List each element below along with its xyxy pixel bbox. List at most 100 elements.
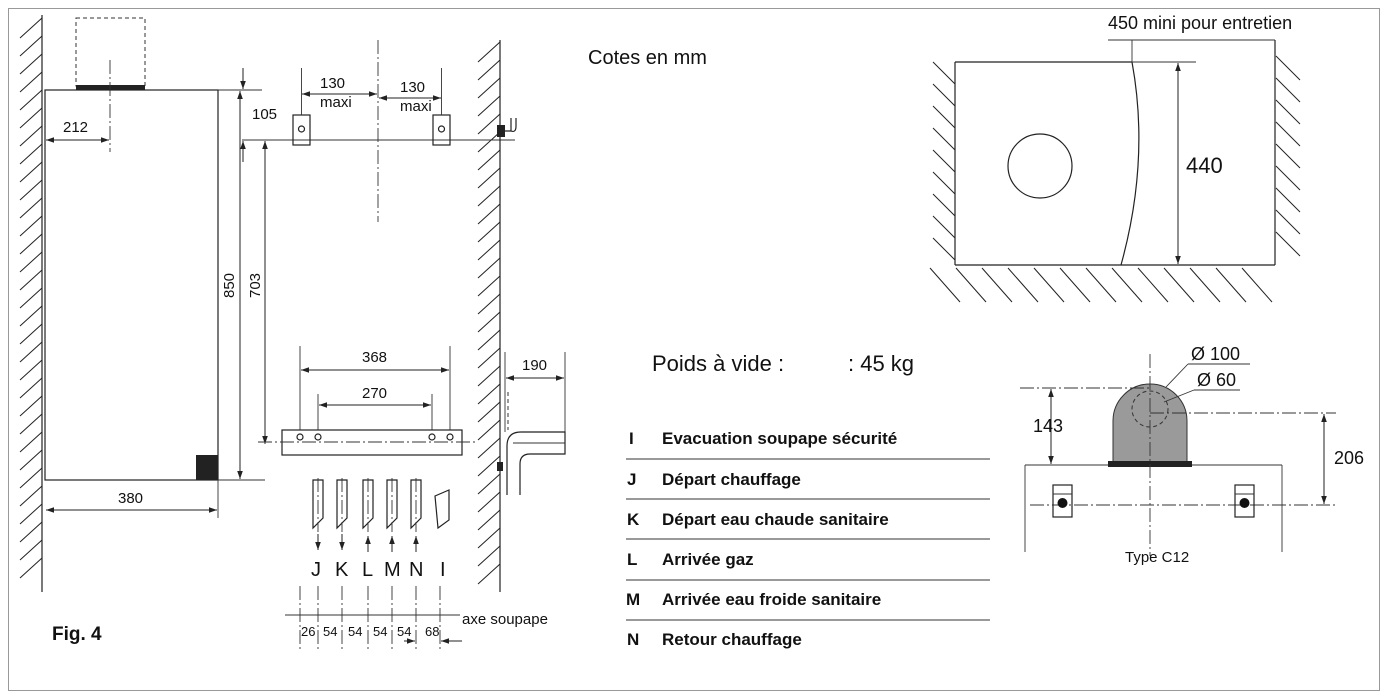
wall-hatch-line: [477, 545, 501, 567]
wall-hatch-line: [19, 287, 43, 309]
wall-hatching: [19, 17, 1301, 585]
legend-text: Arrivée eau froide sanitaire: [662, 590, 881, 609]
wall-hatch-line: [477, 293, 501, 315]
boiler-curved-front: [1120, 61, 1140, 266]
left-bracket-hole: [1057, 498, 1068, 508]
legend-row: L Arrivée gaz: [627, 550, 754, 569]
connector-spacing: 26 54 54 54 54 68 axe soupape: [285, 586, 548, 652]
legend-text: Départ eau chaude sanitaire: [662, 510, 889, 529]
connector-body: [434, 489, 450, 530]
dim-130-left-suffix: maxi: [320, 94, 352, 111]
wall-hatch-line: [477, 131, 501, 153]
wall-hatch-line: [477, 527, 501, 549]
wall-hatch-line: [477, 419, 501, 441]
service-clearance-label: 450 mini pour entretien: [1108, 13, 1292, 33]
wall-hatch-line: [932, 215, 956, 239]
legend-letter: I: [629, 429, 634, 448]
wall-hatch-line: [477, 59, 501, 81]
wall-hatch-line: [477, 401, 501, 423]
wall-hatch-line: [1033, 267, 1065, 303]
wall-hatch-line: [477, 167, 501, 189]
connector-body: [336, 479, 348, 530]
legend-letter: L: [627, 550, 637, 569]
wall-hatch-line: [929, 267, 961, 303]
outer-diameter-label: Ø 100: [1191, 344, 1240, 364]
wall-hatch-line: [477, 365, 501, 387]
wall-hatch-line: [1163, 267, 1195, 303]
wall-hatch-line: [932, 171, 956, 195]
wall-hatch-line: [477, 95, 501, 117]
wall-hatch-line: [19, 449, 43, 471]
wall-hatch-line: [1275, 231, 1301, 257]
wall-hatch-line: [477, 275, 501, 297]
wall-hatch-line: [19, 215, 43, 237]
wall-hatch-line: [477, 383, 501, 405]
right-bracket-hole: [437, 125, 446, 133]
connector-m: M: [384, 478, 401, 581]
connection-legend: I Evacuation soupape sécurité J Départ c…: [626, 429, 990, 649]
side-view-pipe: 190: [497, 352, 566, 495]
outer-diameter-leader: [1165, 363, 1189, 388]
spacing-label: 54: [373, 624, 387, 639]
wall-hatch-line: [19, 89, 43, 111]
inner-diameter-label: Ø 60: [1197, 370, 1236, 390]
plate-hole: [296, 433, 304, 441]
wall-hatch-line: [932, 83, 956, 107]
connector-k: K: [335, 478, 349, 581]
dim-440-label: 440: [1186, 153, 1223, 178]
wall-hatch-line: [932, 127, 956, 151]
spacing-label: 54: [397, 624, 411, 639]
wall-hatch-line: [932, 105, 956, 129]
pipe-connectors: J K L M N I: [311, 478, 450, 581]
dim-105-label: 105: [252, 106, 277, 123]
legend-letter: K: [627, 510, 640, 529]
top-view: 440 450 mini pour entretien: [954, 13, 1292, 266]
plate-hole: [428, 433, 436, 441]
connector-letter: J: [311, 559, 321, 581]
wall-hatch-line: [19, 161, 43, 183]
wall-hatch-line: [1275, 55, 1301, 81]
plate-outline: [281, 429, 463, 456]
wall-hatch-line: [1275, 187, 1301, 213]
wall-hatch-line: [477, 239, 501, 261]
connector-i: I: [434, 489, 450, 581]
wall-hatch-line: [955, 267, 987, 303]
flue-outline-dashed: [75, 17, 146, 87]
wall-hatch-line: [1275, 209, 1301, 235]
legend-text: Arrivée gaz: [662, 550, 754, 569]
figure-frame: [8, 8, 1380, 691]
wall-hatch-line: [19, 413, 43, 435]
wall-hatch-line: [477, 185, 501, 207]
wall-hatch-line: [19, 251, 43, 273]
dim-380-label: 380: [118, 490, 143, 507]
wall-hatch-line: [477, 257, 501, 279]
connector-l: L: [362, 478, 374, 581]
dim-130-left-label: 130: [320, 75, 345, 92]
wall-hatch-line: [477, 41, 501, 63]
dim-270-label: 270: [362, 385, 387, 402]
right-bracket-hole: [1239, 498, 1250, 508]
wall-hatch-line: [477, 221, 501, 243]
front-view: 212 380 850 703 105: [41, 15, 515, 592]
weight-label: Poids à vide :: [652, 351, 784, 376]
wall-hatch-line: [477, 203, 501, 225]
wall-hatch-line: [19, 485, 43, 507]
wall-hatch-line: [1137, 267, 1169, 303]
wall-hatch-line: [19, 179, 43, 201]
spacing-label: 26: [301, 624, 315, 639]
weight-value: : 45 kg: [848, 351, 914, 376]
units-note: Cotes en mm: [588, 47, 707, 69]
plate-hole: [446, 433, 454, 441]
wall-hatch-line: [477, 113, 501, 135]
wall-hatch-line: [19, 467, 43, 489]
wall-hatch-line: [19, 359, 43, 381]
legend-letter: J: [627, 470, 636, 489]
wall-hatch-line: [477, 491, 501, 513]
wall-hatch-line: [1059, 267, 1091, 303]
wall-hatch-line: [19, 557, 43, 579]
legend-row: M Arrivée eau froide sanitaire: [626, 590, 881, 609]
valve-axis-label: axe soupape: [462, 611, 548, 628]
wall-hatch-line: [981, 267, 1013, 303]
wall-hatch-line: [477, 473, 501, 495]
wall-hatch-line: [19, 17, 43, 39]
